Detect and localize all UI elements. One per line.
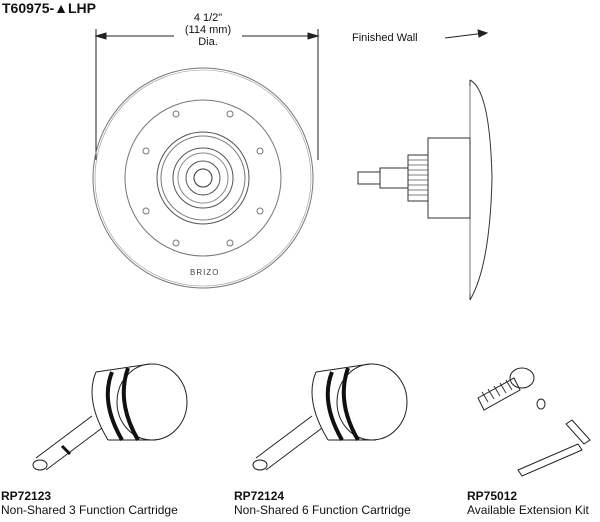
- dimension-mm: (114 mm): [184, 24, 232, 36]
- part-label-2: RP72124 Non-Shared 6 Function Cartridge: [234, 489, 411, 517]
- trim-side-view: [357, 29, 493, 301]
- dimension-inches: 4 1/2": [193, 12, 223, 24]
- dimension-dia: Dia.: [198, 36, 218, 48]
- part-code: RP75012: [467, 489, 518, 503]
- extension-kit-rp75012: [477, 367, 591, 477]
- diameter-dimension: 4 1/2" (114 mm) Dia.: [170, 12, 246, 48]
- model-title: T60975-▲LHP: [2, 0, 97, 16]
- part-code: RP72124: [234, 489, 285, 503]
- part-description: Non-Shared 3 Function Cartridge: [1, 503, 178, 517]
- finished-wall-label: Finished Wall: [352, 32, 418, 44]
- part-label-1: RP72123 Non-Shared 3 Function Cartridge: [1, 489, 178, 517]
- part-label-3: RP75012 Available Extension Kit: [467, 489, 589, 517]
- part-description: Available Extension Kit: [467, 503, 589, 517]
- brand-mark: BRIZO: [190, 268, 220, 277]
- part-description: Non-Shared 6 Function Cartridge: [234, 503, 411, 517]
- cartridge-rp72123: [32, 363, 188, 471]
- trim-front-view: [92, 67, 314, 289]
- cartridge-rp72124: [252, 363, 408, 471]
- part-code: RP72123: [1, 489, 52, 503]
- dimension-line: [94, 29, 320, 160]
